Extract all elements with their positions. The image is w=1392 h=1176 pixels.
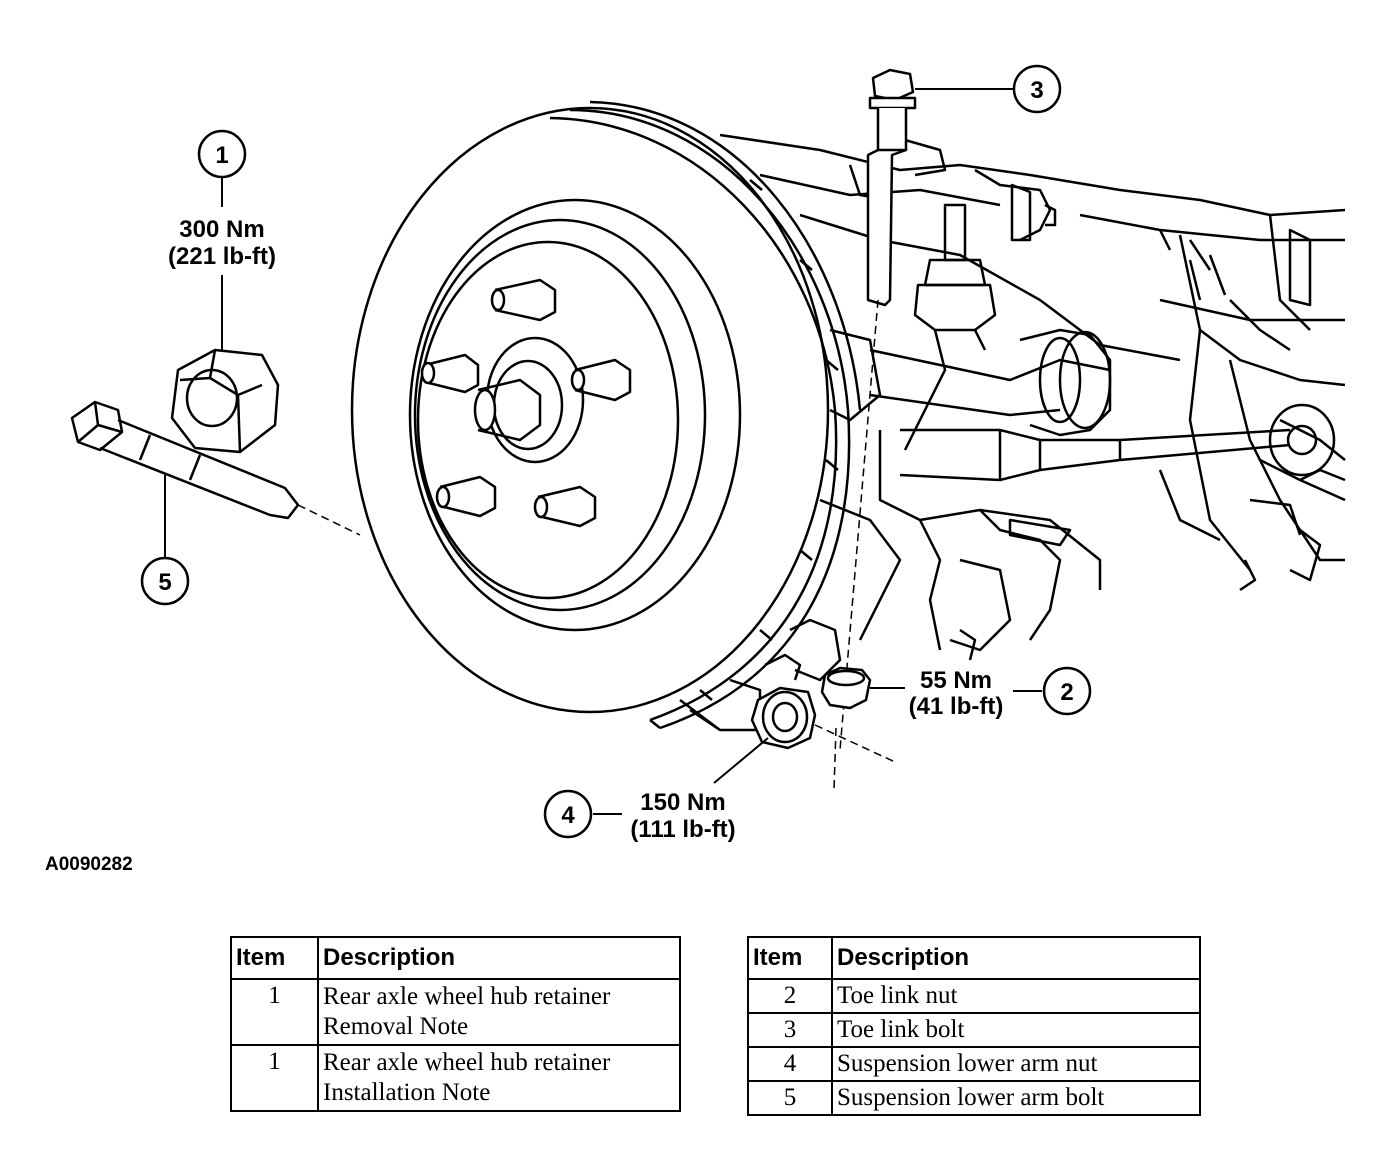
leader-lines [164,88,1042,815]
lower-arm-bolt [70,400,361,536]
toe-link-nut [820,666,872,791]
row-item: 5 [747,1080,833,1116]
toe-link-assembly [679,328,1336,732]
row-item: 2 [747,978,833,1014]
callout-2-number: 2 [1060,679,1073,706]
callout-1-torque-lbft: (221 lb-ft) [168,243,276,270]
suspension-frame [719,133,1346,592]
callout-4-torque-nm: 150 Nm [640,789,725,816]
callout-5: 5 [140,556,190,606]
header-item: Item [747,936,833,980]
wheel-hub [473,336,585,464]
figure-id: A0090282 [45,854,133,875]
legend-table-right: Item Description 2 Toe link nut 3 Toe li… [747,936,1201,1116]
callout-3: 3 [1012,64,1062,114]
row-description: Toe link bolt [831,1012,1201,1048]
description-line: Rear axle wheel hub retainer [323,1049,611,1076]
header-description: Description [831,936,1201,980]
row-description: Rear axle wheel hub retainer Installatio… [317,1044,681,1112]
row-description: Suspension lower arm nut [831,1046,1201,1082]
description-line: Rear axle wheel hub retainer [323,983,611,1010]
brake-rotor [350,100,862,730]
description-note: Removal Note [323,1013,469,1040]
callout-2: 2 55 Nm (41 lb-ft) [909,666,1092,720]
header-description: Description [317,936,681,980]
callout-4: 4 150 Nm (111 lb-ft) [543,789,736,843]
legend-table-left: Item Description 1 Rear axle wheel hub r… [230,936,681,1112]
suspension-diagram: 1 300 Nm (221 lb-ft) 2 55 Nm (41 lb-ft) … [45,64,1346,875]
table-row: 1 Rear axle wheel hub retainer Installat… [230,1044,681,1112]
callout-1-number: 1 [215,142,228,169]
table-header-row: Item Description [230,936,681,980]
table-row: 5 Suspension lower arm bolt [747,1080,1201,1116]
table-row: 1 Rear axle wheel hub retainer Removal N… [230,978,681,1046]
table-header-row: Item Description [747,936,1201,980]
toe-link-bolt [839,68,917,751]
callout-2-torque-nm: 55 Nm [920,667,992,694]
lower-arm-nut [750,653,896,763]
wheel-studs [420,278,632,528]
row-item: 1 [230,1044,319,1112]
row-description: Suspension lower arm bolt [831,1080,1201,1116]
row-description: Toe link nut [831,978,1201,1014]
callout-1-torque-nm: 300 Nm [179,216,264,243]
hub-retainer-nut [170,348,280,454]
ball-joint [903,203,997,451]
callout-4-torque-lbft: (111 lb-ft) [630,816,735,843]
row-item: 3 [747,1012,833,1048]
callout-4-number: 4 [561,802,575,829]
callout-3-number: 3 [1030,77,1043,104]
callout-2-torque-lbft: (41 lb-ft) [909,693,1004,720]
table-row: 2 Toe link nut [747,978,1201,1014]
table-row: 3 Toe link bolt [747,1012,1201,1048]
row-item: 4 [747,1046,833,1082]
header-item: Item [230,936,319,980]
table-row: 4 Suspension lower arm nut [747,1046,1201,1082]
row-description: Rear axle wheel hub retainer Removal Not… [317,978,681,1046]
callout-1: 1 300 Nm (221 lb-ft) [168,129,276,270]
row-item: 1 [230,978,319,1046]
description-note: Installation Note [323,1079,491,1106]
callout-5-number: 5 [158,569,171,596]
